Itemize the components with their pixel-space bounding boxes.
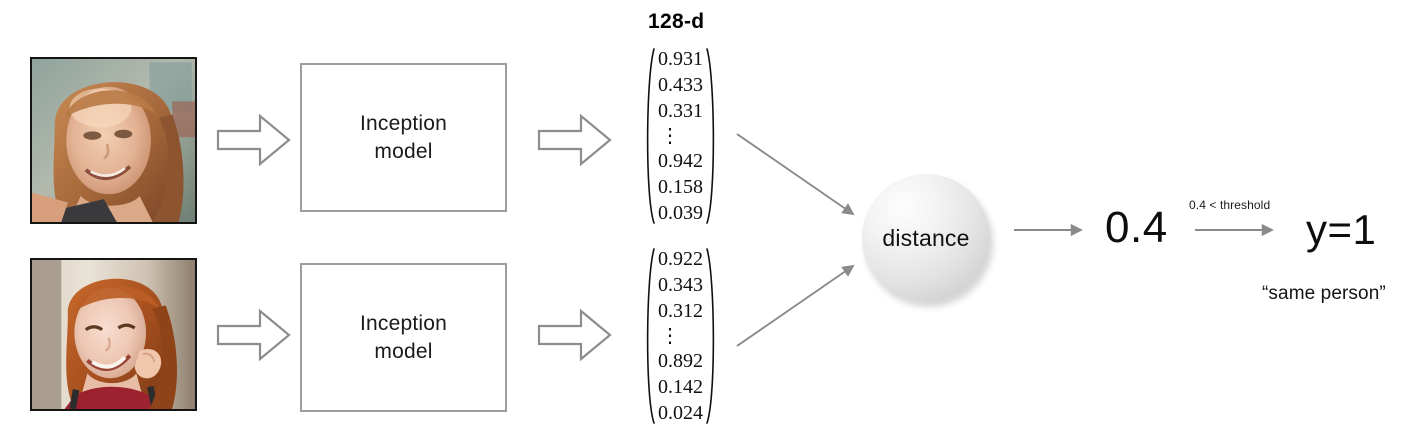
- arrow-vector-top-to-distance: [735, 130, 865, 230]
- vector-values-top: 0.931 0.433 0.331 ⋮ 0.942 0.158 0.039: [655, 47, 706, 225]
- inception-model-box-top: Inception model: [300, 63, 507, 212]
- arrow-value-to-output: [1194, 222, 1280, 238]
- vector-value: 0.942: [658, 150, 703, 172]
- vector-ellipsis: ⋮: [660, 325, 680, 347]
- vector-dimension-label: 128-d: [648, 10, 705, 33]
- face-photo-top-image: [32, 59, 195, 222]
- inception-model-label-top: Inception model: [359, 111, 448, 163]
- vector-values-bottom: 0.922 0.343 0.312 ⋮ 0.892 0.142 0.024: [655, 247, 706, 425]
- vector-value: 0.312: [658, 300, 703, 322]
- vector-value: 0.343: [658, 274, 703, 296]
- output-label: y=1: [1306, 206, 1377, 253]
- vector-value: 0.892: [658, 350, 703, 372]
- output-caption: “same person”: [1262, 283, 1386, 304]
- vector-value: 0.922: [658, 248, 703, 270]
- vector-value: 0.158: [658, 176, 703, 198]
- arrow-distance-to-value: [1013, 222, 1089, 238]
- arrow-vector-bottom-to-distance: [735, 250, 865, 350]
- inception-model-label-bottom: Inception model: [359, 311, 448, 363]
- embedding-vector-bottom: 0.922 0.343 0.312 ⋮ 0.892 0.142 0.024: [643, 247, 718, 425]
- inception-model-box-bottom: Inception model: [300, 263, 507, 412]
- vector-value: 0.931: [658, 48, 703, 70]
- vector-value: 0.039: [658, 202, 703, 224]
- vector-left-paren-top: [643, 47, 655, 225]
- vector-right-paren-top: [706, 47, 718, 225]
- vector-value: 0.024: [658, 402, 703, 424]
- distance-label: distance: [882, 224, 970, 251]
- vector-right-paren-bottom: [706, 247, 718, 425]
- embedding-vector-top: 0.931 0.433 0.331 ⋮ 0.942 0.158 0.039: [643, 47, 718, 225]
- block-arrow-model-to-vector-top: [537, 113, 613, 167]
- face-photo-bottom: [30, 258, 197, 411]
- block-arrow-photo-to-model-top: [216, 113, 292, 167]
- block-arrow-model-to-vector-bottom: [537, 308, 613, 362]
- vector-ellipsis: ⋮: [660, 125, 680, 147]
- threshold-condition-label: 0.4 < threshold: [1189, 198, 1271, 212]
- vector-value: 0.433: [658, 74, 703, 96]
- block-arrow-photo-to-model-bottom-visible: [216, 308, 292, 362]
- vector-value: 0.142: [658, 376, 703, 398]
- face-photo-top: [30, 57, 197, 224]
- distance-node: distance: [862, 174, 990, 302]
- distance-value: 0.4: [1105, 203, 1168, 252]
- vector-value: 0.331: [658, 100, 703, 122]
- face-photo-bottom-image: [32, 260, 195, 409]
- vector-left-paren-bottom: [643, 247, 655, 425]
